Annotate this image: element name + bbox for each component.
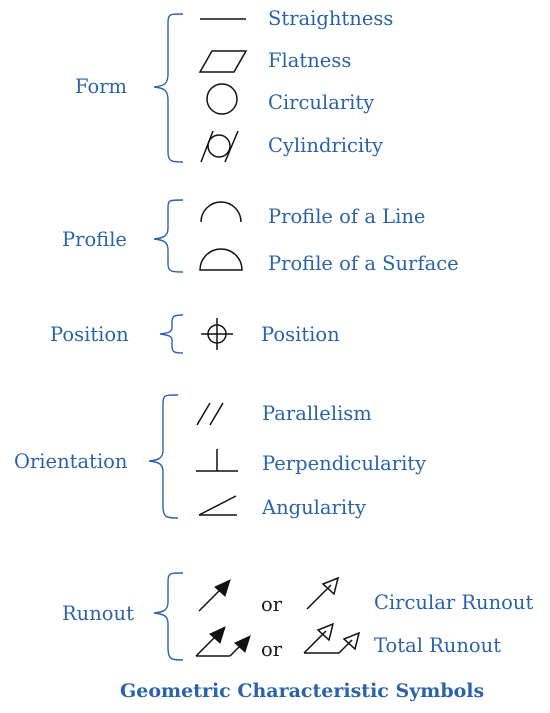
group-label-form: Form <box>75 75 127 98</box>
group-label-profile: Profile <box>62 228 127 251</box>
group-label-position: Position <box>50 323 129 346</box>
item-total-runout: Total Runout <box>374 634 501 657</box>
parallelism-icon <box>196 402 224 426</box>
group-label-orientation: Orientation <box>14 450 128 473</box>
item-profile-line: Profile of a Line <box>268 205 425 228</box>
item-position: Position <box>261 323 340 346</box>
circular-runout-open-icon <box>306 576 340 610</box>
item-angularity: Angularity <box>261 496 366 519</box>
position-icon <box>201 318 233 350</box>
item-flatness: Flatness <box>268 49 351 72</box>
item-parallelism: Parallelism <box>262 402 372 425</box>
form-brace <box>153 13 184 163</box>
total-runout-open-icon <box>303 622 361 654</box>
profile-surface-icon <box>199 248 243 271</box>
item-circularity: Circularity <box>268 91 374 114</box>
position-brace <box>159 314 184 354</box>
item-perpendicularity: Perpendicularity <box>262 452 426 475</box>
group-label-runout: Runout <box>62 602 134 625</box>
item-profile-surface: Profile of a Surface <box>268 252 459 275</box>
profile-line-icon <box>200 201 242 223</box>
cylindricity-icon <box>200 130 239 163</box>
circular-runout-filled-icon <box>198 579 231 612</box>
orientation-brace <box>148 394 179 519</box>
perpendicularity-icon <box>196 449 238 472</box>
connector-or-total: or <box>261 638 283 661</box>
runout-brace <box>153 572 184 661</box>
item-circular-runout: Circular Runout <box>374 591 533 614</box>
profile-brace <box>153 199 184 273</box>
connector-or-circular: or <box>261 593 283 616</box>
item-straightness: Straightness <box>268 7 393 30</box>
total-runout-filled-icon <box>195 626 251 657</box>
flatness-icon <box>198 50 248 73</box>
circularity-icon <box>206 83 238 115</box>
angularity-icon <box>198 495 237 516</box>
caption: Geometric Characteristic Symbols <box>120 680 484 702</box>
item-cylindricity: Cylindricity <box>268 134 383 157</box>
